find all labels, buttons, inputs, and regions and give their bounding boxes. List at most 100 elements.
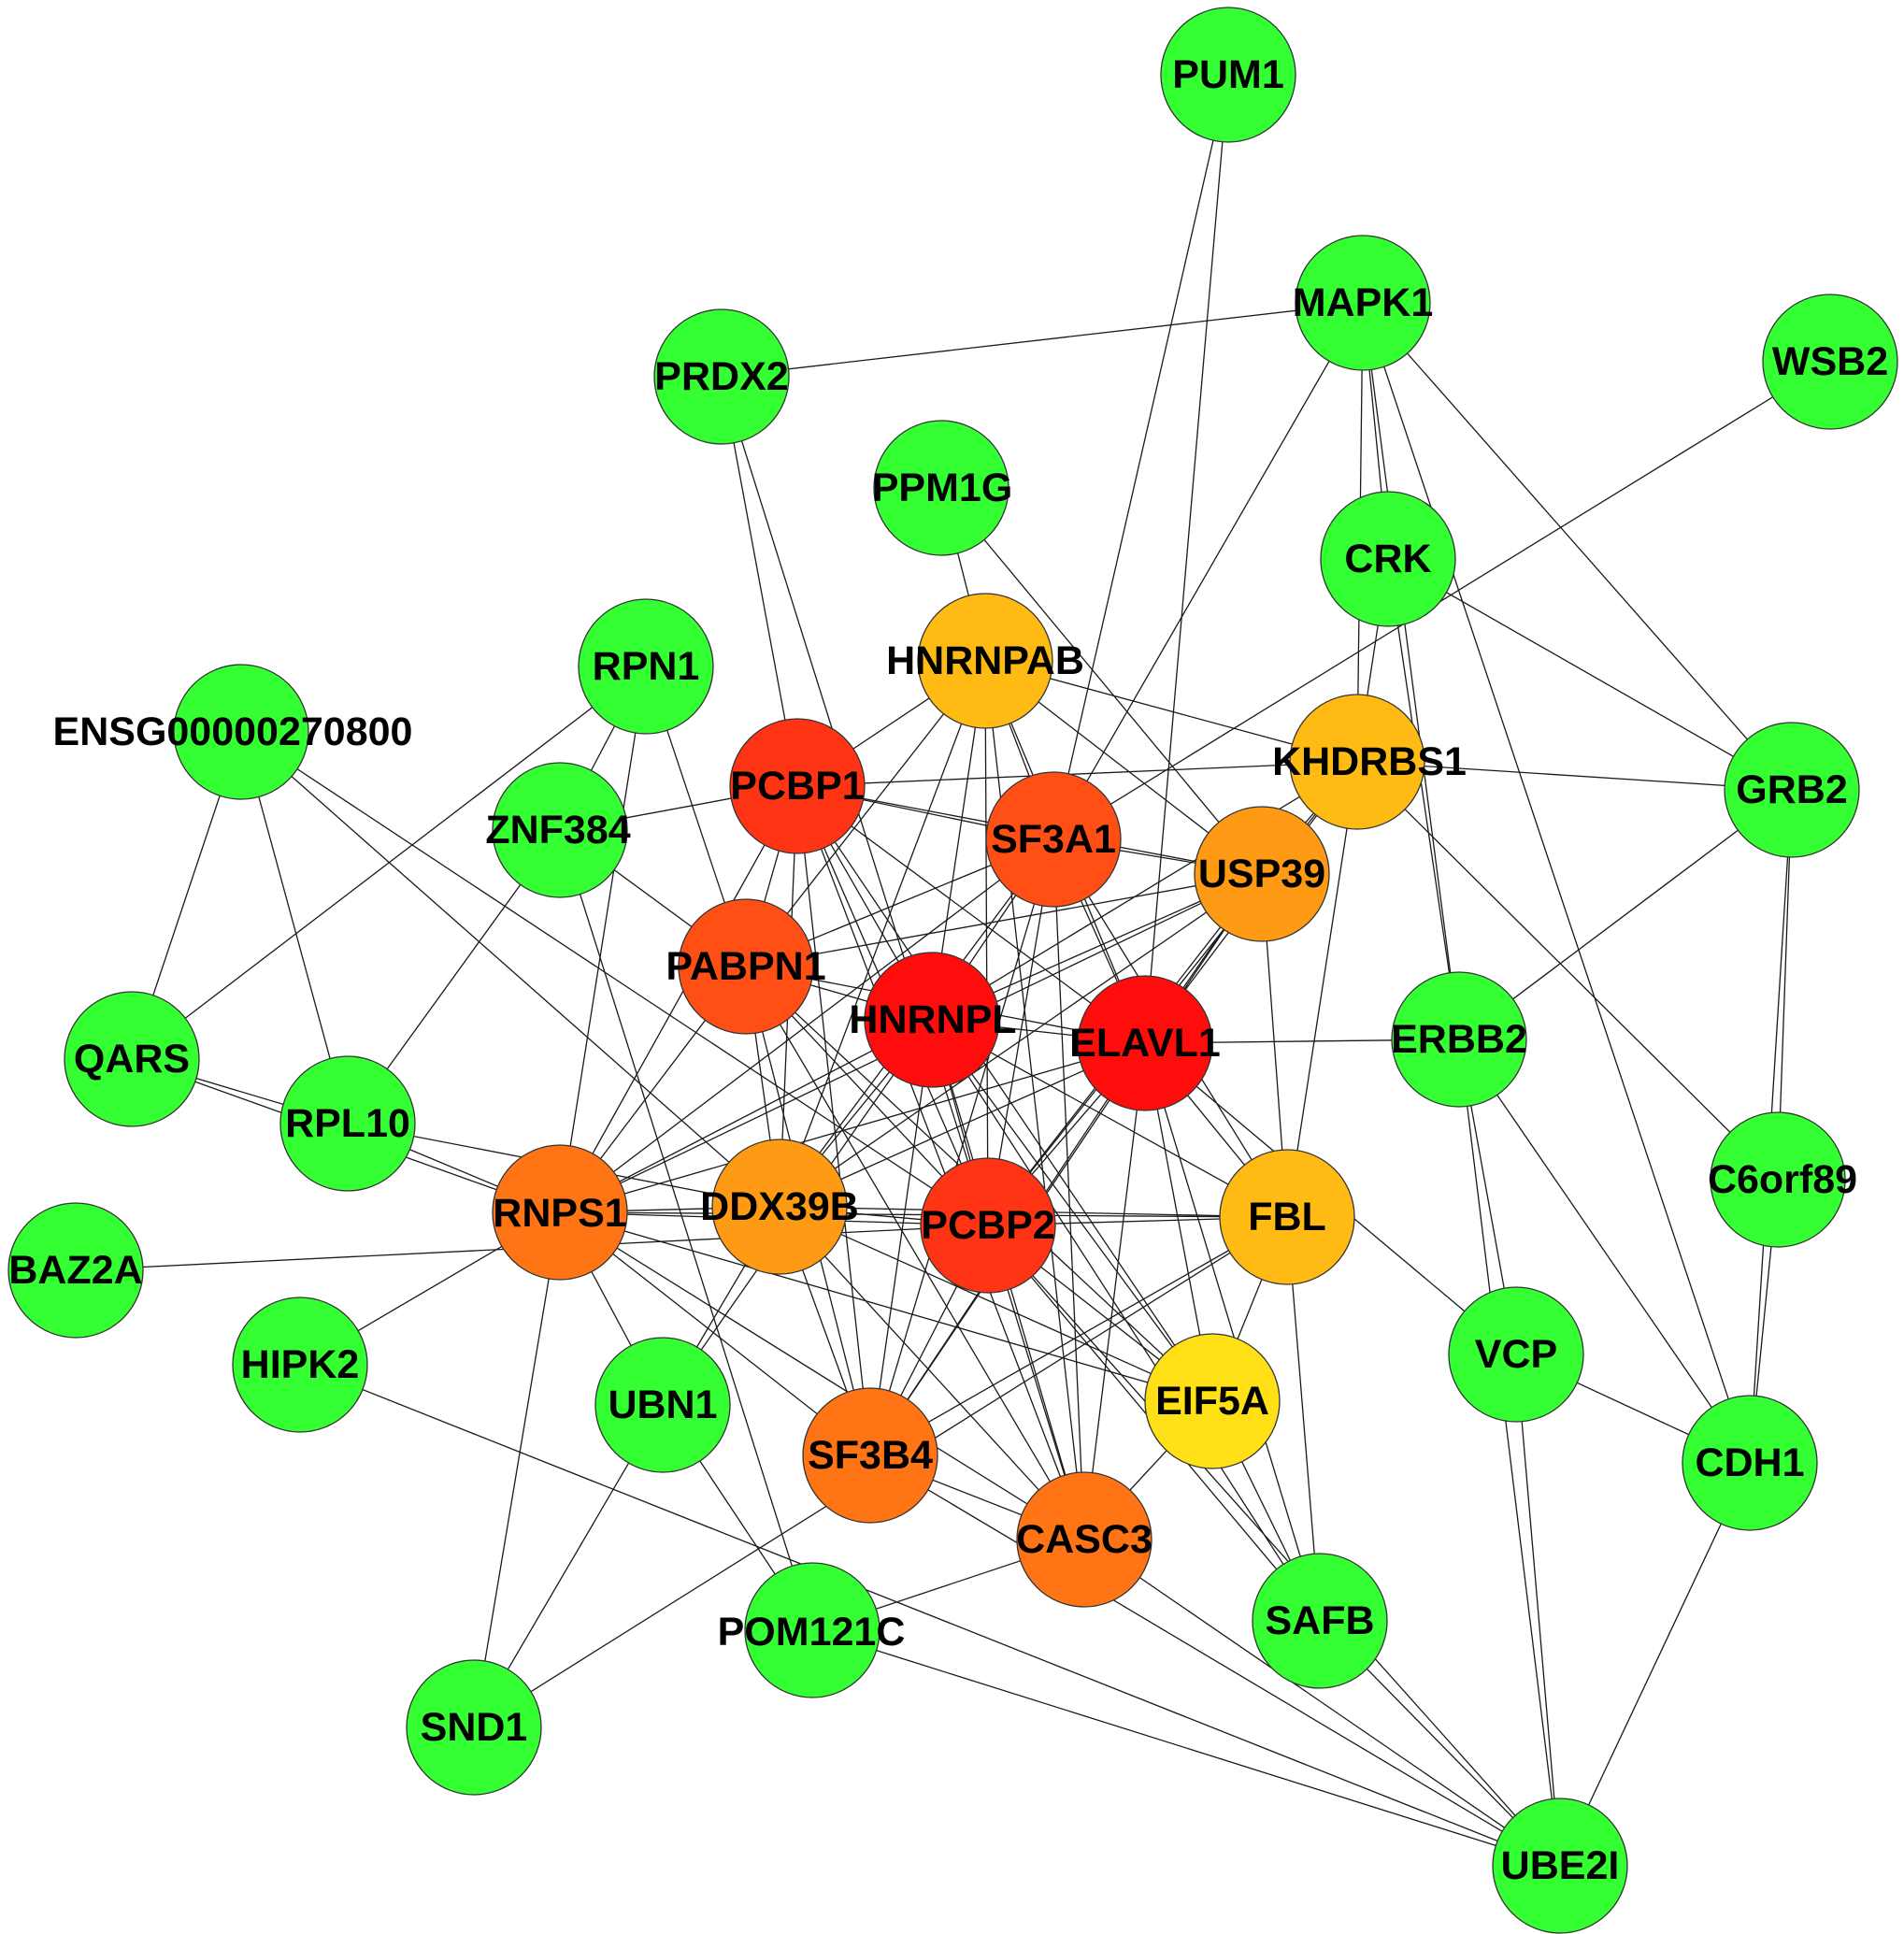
- node-label: FBL: [1248, 1195, 1326, 1239]
- node-label: PCBP1: [730, 764, 864, 809]
- edge-vcp-ube2i: [1515, 1354, 1561, 1867]
- node-label: PCBP2: [921, 1203, 1054, 1248]
- edge-hipk2-ube2i: [299, 1364, 1561, 1867]
- node-label: RPN1: [593, 644, 700, 689]
- node-circle: [864, 952, 1000, 1088]
- edge-grb2-erbb2: [1458, 789, 1793, 1040]
- node-label: PUM1: [1172, 52, 1283, 97]
- node-circle: [492, 762, 628, 898]
- node-label: CRK: [1344, 537, 1431, 581]
- node-label: SAFB: [1265, 1598, 1374, 1643]
- node-hipk2: HIPK2: [232, 1296, 368, 1433]
- node-label: KHDRBS1: [1272, 739, 1467, 784]
- edge-pcbp1-casc3: [796, 785, 1085, 1540]
- node-circle: [1724, 722, 1860, 858]
- edge-ddx39b-eif5a: [779, 1206, 1213, 1402]
- node-circle: [578, 598, 714, 735]
- node-label: UBE2I: [1501, 1843, 1620, 1888]
- node-elavl1: ELAVL1: [1069, 975, 1221, 1111]
- node-pom121c: POM121C: [718, 1562, 905, 1698]
- node-circle: [1077, 975, 1213, 1111]
- edge-elavl1-safb: [1144, 1042, 1321, 1622]
- node-label: GRB2: [1736, 767, 1847, 812]
- node-label: SF3A1: [991, 817, 1116, 862]
- edge-ppm1g-usp39: [940, 487, 1263, 875]
- node-sf3a1: SF3A1: [985, 771, 1122, 908]
- node-label: MAPK1: [1293, 280, 1434, 325]
- node-label: PPM1G: [872, 466, 1013, 510]
- edge-hnrnpab-pcbp2: [984, 660, 989, 1226]
- node-ubn1: UBN1: [594, 1337, 731, 1473]
- node-ppm1g: PPM1G: [872, 420, 1013, 556]
- node-rpn1: RPN1: [578, 598, 714, 735]
- node-circle: [1194, 806, 1330, 942]
- edge-hnrnpl-safb: [931, 1019, 1321, 1622]
- node-circle: [1762, 294, 1898, 430]
- node-circle: [1492, 1798, 1628, 1934]
- node-erbb2: ERBB2: [1391, 971, 1527, 1108]
- node-circle: [232, 1296, 368, 1433]
- edge-rnps1-casc3: [559, 1211, 1085, 1540]
- node-circle: [7, 1202, 144, 1339]
- node-label: ZNF384: [485, 808, 630, 852]
- node-circle: [1295, 235, 1431, 371]
- edge-erbb2-cdh1: [1458, 1039, 1751, 1464]
- node-circle: [594, 1337, 731, 1473]
- edge-khdrbs1-c6orf89: [1356, 761, 1779, 1181]
- edge-hnrnpl-eif5a: [931, 1019, 1213, 1402]
- node-label: VCP: [1475, 1332, 1557, 1377]
- node-znf384: ZNF384: [485, 762, 631, 898]
- edge-rnps1-snd1: [473, 1211, 561, 1728]
- edge-khdrbs1-grb2: [1356, 761, 1793, 791]
- edge-pom121c-ube2i: [811, 1629, 1561, 1867]
- node-prdx2: PRDX2: [653, 308, 790, 445]
- edge-ensg00000270800-pcbp2: [240, 731, 989, 1226]
- node-usp39: USP39: [1194, 806, 1330, 942]
- node-label: UBN1: [608, 1382, 717, 1427]
- node-pabpn1: PABPN1: [666, 898, 826, 1035]
- node-label: SND1: [421, 1705, 528, 1750]
- node-circle: [173, 664, 309, 800]
- node-circle: [1682, 1395, 1818, 1531]
- node-label: EIF5A: [1155, 1379, 1269, 1424]
- node-casc3: CASC3: [1016, 1471, 1152, 1608]
- node-circle: [1252, 1553, 1388, 1689]
- node-pcbp2: PCBP2: [920, 1157, 1056, 1294]
- node-label: PRDX2: [654, 354, 788, 399]
- node-label: WSB2: [1772, 339, 1888, 384]
- node-pum1: PUM1: [1160, 7, 1296, 143]
- edge-pcbp1-elavl1: [796, 785, 1146, 1044]
- edge-hnrnpl-rnps1: [559, 1019, 933, 1213]
- edge-usp39-pabpn1: [745, 873, 1263, 967]
- node-ensg00000270800: ENSG00000270800: [53, 664, 413, 800]
- node-qars: QARS: [64, 991, 200, 1127]
- node-label: BAZ2A: [8, 1248, 142, 1293]
- node-circle: [678, 898, 814, 1035]
- node-wsb2: WSB2: [1762, 294, 1898, 430]
- edge-fbl-sf3b4: [869, 1216, 1288, 1456]
- node-circle: [985, 771, 1122, 908]
- node-ddx39b: DDX39B: [700, 1139, 859, 1275]
- node-label: USP39: [1198, 852, 1325, 896]
- edge-sf3b4-ube2i: [869, 1454, 1561, 1867]
- edge-sf3a1-sf3b4: [869, 838, 1054, 1456]
- edge-mapk1-sf3a1: [1052, 302, 1364, 840]
- node-label: ENSG00000270800: [53, 709, 413, 754]
- node-label: CDH1: [1695, 1440, 1804, 1485]
- node-sf3b4: SF3B4: [802, 1387, 938, 1524]
- node-pcbp1: PCBP1: [729, 718, 866, 854]
- node-baz2a: BAZ2A: [7, 1202, 144, 1339]
- edge-pcbp1-rnps1: [559, 785, 798, 1213]
- edge-rpn1-rnps1: [559, 666, 647, 1213]
- edge-ddx39b-casc3: [779, 1206, 1085, 1540]
- node-label: CASC3: [1016, 1517, 1152, 1562]
- edge-znf384-pom121c: [559, 829, 813, 1631]
- edge-sf3a1-casc3: [1052, 838, 1085, 1540]
- node-circle: [1219, 1149, 1355, 1285]
- edge-mapk1-prdx2: [721, 302, 1364, 378]
- node-circle: [1160, 7, 1296, 143]
- edge-hnrnpl-sf3b4: [869, 1019, 933, 1456]
- node-circle: [653, 308, 790, 445]
- node-fbl: FBL: [1219, 1149, 1355, 1285]
